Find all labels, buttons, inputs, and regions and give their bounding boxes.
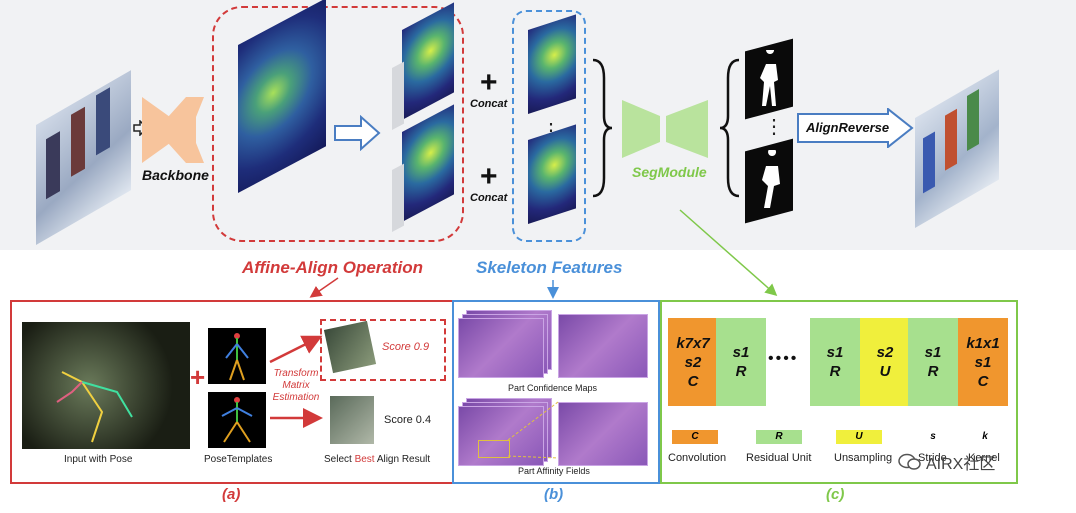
- pcm-stack-1: [458, 318, 544, 378]
- block-3-l2: s2: [876, 344, 894, 361]
- pcm-caption: Part Confidence Maps: [508, 383, 598, 393]
- backbone-shape: [142, 97, 204, 163]
- legend-stride-swatch: s: [930, 431, 936, 442]
- block-conv-last: k1x1 s1 C: [958, 318, 1008, 406]
- brace-right: [592, 58, 613, 198]
- plus-icon-bottom: +: [480, 160, 498, 193]
- select-pre: Select: [324, 454, 355, 465]
- watermark: AIRX社区: [898, 450, 995, 474]
- panel-c: [660, 300, 1018, 484]
- watermark-text: AIRX社区: [926, 456, 996, 473]
- legend-conv-text: Convolution: [668, 452, 727, 464]
- legend-conv-swatch: C: [672, 430, 718, 444]
- person-silhouette-top: [760, 50, 778, 106]
- input-with-pose-caption: Input with Pose: [64, 454, 133, 465]
- panel-b: [452, 300, 660, 484]
- segmodule-shape: [622, 100, 708, 158]
- transform-label: Transform Matrix Estimation: [268, 368, 324, 404]
- transform-line3: Estimation: [272, 392, 320, 403]
- paf-detail: [558, 402, 648, 466]
- legend-stride-text: Stride: [918, 452, 947, 464]
- legend-upsample-text: Unsampling: [834, 452, 893, 464]
- block-2-l3: R: [829, 363, 841, 380]
- block-residual-3: s1 R: [908, 318, 958, 406]
- concat-label-bottom: Concat: [470, 192, 508, 204]
- transform-arrows: [269, 335, 323, 428]
- legend-upsample-swatch: U: [836, 430, 882, 444]
- skeleton-features-box: [512, 10, 586, 242]
- transform-line1: Transform: [273, 368, 319, 379]
- align-reverse-label: AlignReverse: [806, 120, 890, 135]
- dots-masks: ⋮: [764, 116, 784, 138]
- input-with-pose-image: [22, 322, 190, 449]
- paf-zoom-box: [478, 440, 510, 458]
- plus-icon-top: +: [480, 66, 498, 99]
- affine-align-box: [212, 6, 464, 242]
- block-ellipsis: ••••: [768, 350, 799, 367]
- pose-template-top: [208, 328, 266, 384]
- backbone-label: Backbone: [142, 167, 209, 183]
- plus-icon-a: +: [190, 362, 206, 392]
- select-best: Best: [354, 454, 375, 465]
- block-0-l1: k7x7: [676, 334, 710, 352]
- brace-left: [719, 58, 740, 198]
- block-2-l2: s1: [826, 344, 844, 361]
- block-4-l3: R: [927, 363, 939, 380]
- block-3-l3: U: [879, 363, 891, 380]
- block-upsample: s2 U: [860, 318, 910, 406]
- select-best-caption: Select Best Align Result: [324, 454, 430, 465]
- score-bottom: Score 0.4: [384, 414, 432, 426]
- pose-template-bottom: [208, 392, 266, 448]
- legend-residual-text: Residual Unit: [746, 452, 812, 464]
- align-reverse-arrow: [797, 108, 914, 148]
- score-top: Score 0.9: [382, 341, 430, 353]
- transform-line2: Matrix: [282, 380, 310, 391]
- person-silhouette-bottom: [762, 150, 780, 208]
- select-post: Align Result: [374, 454, 431, 465]
- legend-residual-swatch: R: [756, 430, 802, 444]
- segmodule-label: SegModule: [632, 164, 707, 180]
- affine-align-title: Affine-Align Operation: [242, 258, 424, 277]
- block-5-l2: s1: [974, 353, 992, 371]
- legend-kernel-swatch: k: [982, 431, 988, 442]
- paf-caption: Part Affinity Fields: [518, 466, 590, 476]
- concat-label-top: Concat: [470, 98, 508, 110]
- panel-c-label: (c): [826, 486, 845, 503]
- panel-b-label: (b): [544, 486, 564, 503]
- block-0-l3: C: [687, 372, 699, 390]
- block-1-l2: s1: [732, 344, 750, 361]
- aligned-result-bottom: [330, 396, 374, 444]
- skeleton-features-title: Skeleton Features: [476, 258, 623, 277]
- hollow-arrow: [334, 115, 381, 151]
- block-conv-first: k7x7 s2 C: [668, 318, 718, 406]
- best-result-box: [320, 319, 446, 381]
- block-1-l3: R: [735, 363, 747, 380]
- block-residual-1: s1 R: [716, 318, 766, 406]
- block-residual-2: s1 R: [810, 318, 860, 406]
- pose-templates-caption: PoseTemplates: [204, 454, 273, 465]
- block-5-l1: k1x1: [966, 334, 1000, 352]
- aligned-result-top: [323, 320, 377, 374]
- paf-zoom-lines: [507, 401, 559, 459]
- pcm-detail: [558, 314, 648, 378]
- paf-stack-1: [458, 406, 544, 466]
- legend-kernel-text: Kernel: [968, 452, 1000, 464]
- block-5-l3: C: [977, 372, 989, 390]
- panel-a-label: (a): [222, 486, 241, 503]
- block-4-l2: s1: [924, 344, 942, 361]
- wechat-icon: [898, 453, 921, 470]
- block-0-l2: s2: [684, 353, 702, 371]
